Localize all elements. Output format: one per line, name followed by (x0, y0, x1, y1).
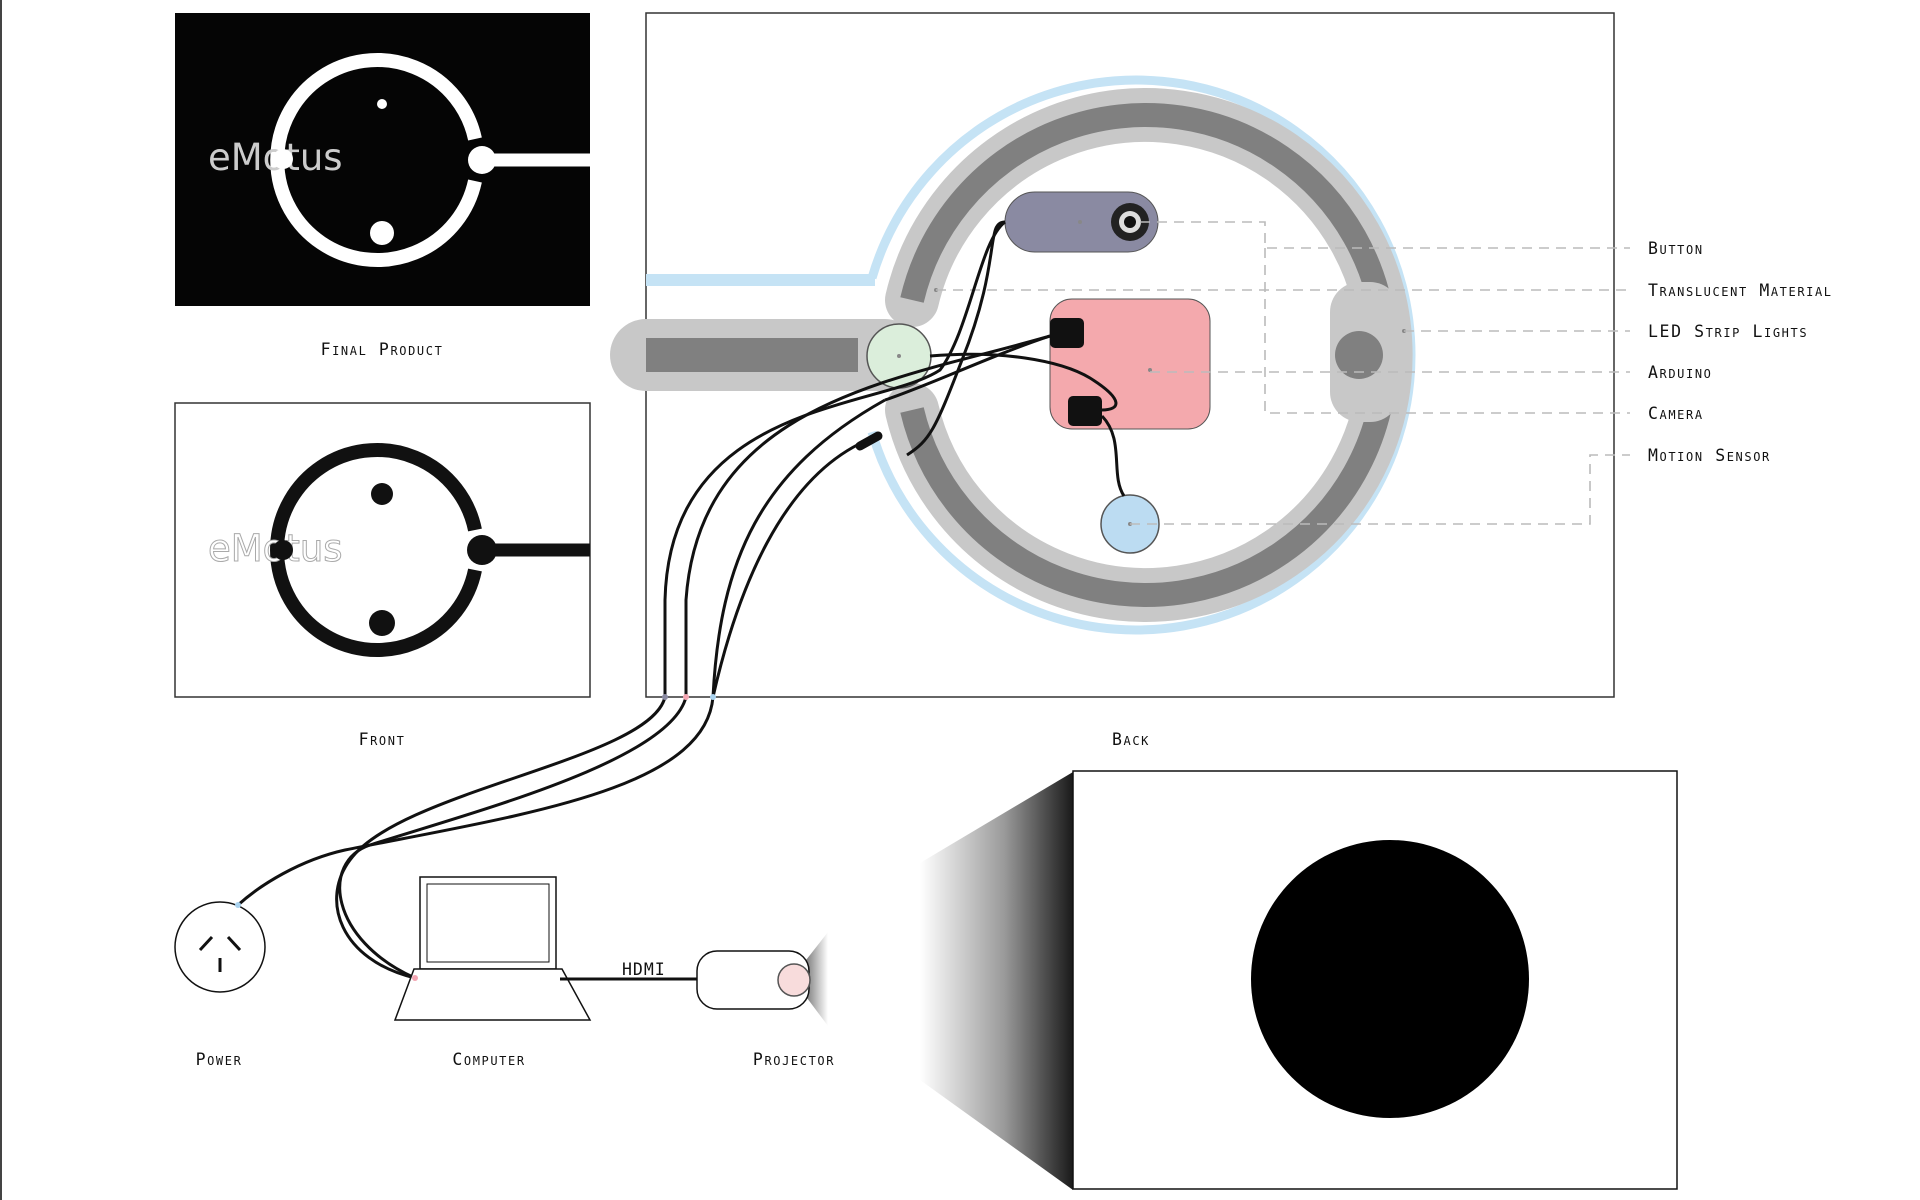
arduino-port-bottom (1068, 396, 1102, 426)
back-label: Back (1112, 730, 1150, 749)
power-outlet (174, 901, 266, 993)
projected-circle (1251, 840, 1529, 1118)
camera-pin (897, 354, 901, 358)
back-panel (610, 12, 1615, 698)
cable-power (236, 398, 886, 907)
button-knob-center (1124, 216, 1136, 228)
label-arduino: Arduino (1648, 363, 1712, 382)
laptop-base (393, 968, 592, 1021)
power-pin-left (198, 935, 214, 952)
computer-label: Computer (452, 1050, 525, 1069)
laptop (393, 876, 592, 1021)
front-ring-node (467, 535, 497, 565)
leader-button (1140, 221, 1630, 249)
front-logo-text: eMotus (208, 527, 343, 570)
power-pin-right (226, 935, 242, 952)
power-cable-tip (235, 902, 241, 908)
label-motion-sensor: Motion Sensor (1648, 446, 1771, 465)
front-dot-bottom (369, 610, 395, 636)
final-product-panel: eMotus (175, 13, 590, 306)
leader-camera (1264, 248, 1630, 414)
wire-motion-sensor (1100, 414, 1126, 497)
front-panel: eMotus (174, 402, 591, 698)
cable-computer-c (335, 220, 1006, 980)
front-label: Front (359, 730, 406, 749)
label-camera: Camera (1648, 404, 1704, 423)
final-product-dot-small (377, 99, 387, 109)
button-pin (1078, 220, 1082, 224)
label-led-strip-lights: LED Strip Lights (1648, 322, 1808, 341)
cable-entry-gray (662, 694, 668, 700)
label-button: Button (1648, 239, 1704, 258)
projector-lens (777, 963, 811, 997)
final-product-ring-node (468, 146, 496, 174)
leader-motion (1130, 454, 1630, 525)
cable-computer-b (711, 434, 879, 698)
laptop-screen-inner (426, 883, 550, 963)
projection-beam (920, 772, 1073, 1190)
front-logo-dot (273, 540, 293, 560)
wire-button (906, 220, 1006, 457)
cable-entry-pink (683, 694, 689, 700)
final-product-label: Final Product (321, 340, 444, 359)
hdmi-label: HDMI (622, 960, 666, 979)
power-outlet-body (174, 901, 266, 993)
arduino-pin (1148, 368, 1152, 372)
projector-label: Projector (753, 1050, 835, 1069)
final-product-logo-dot (273, 149, 293, 169)
label-translucent-material: Translucent Material (1648, 281, 1833, 300)
cable-entry-blue (710, 694, 716, 700)
power-label: Power (196, 1050, 243, 1069)
arduino-port-top (1050, 318, 1084, 348)
main-cables (236, 220, 1051, 980)
led-strip-node (1335, 331, 1383, 379)
callout-leaders (936, 221, 1630, 525)
front-dot-top (371, 483, 393, 505)
laptop-cable-tip (412, 975, 418, 981)
projector (696, 950, 811, 1010)
final-product-dot-large (370, 221, 394, 245)
